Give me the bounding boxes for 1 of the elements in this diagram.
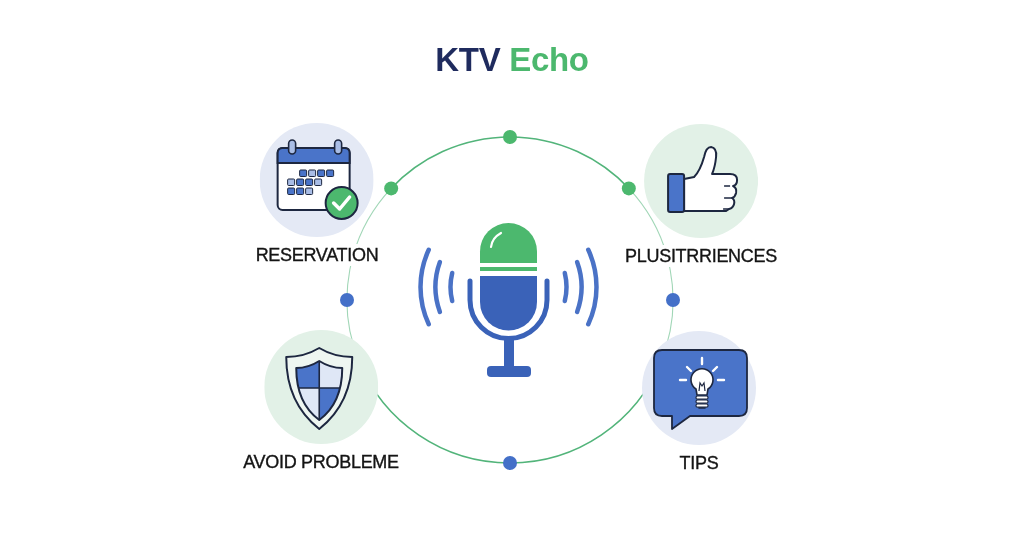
title: KTV Echo bbox=[435, 40, 589, 80]
